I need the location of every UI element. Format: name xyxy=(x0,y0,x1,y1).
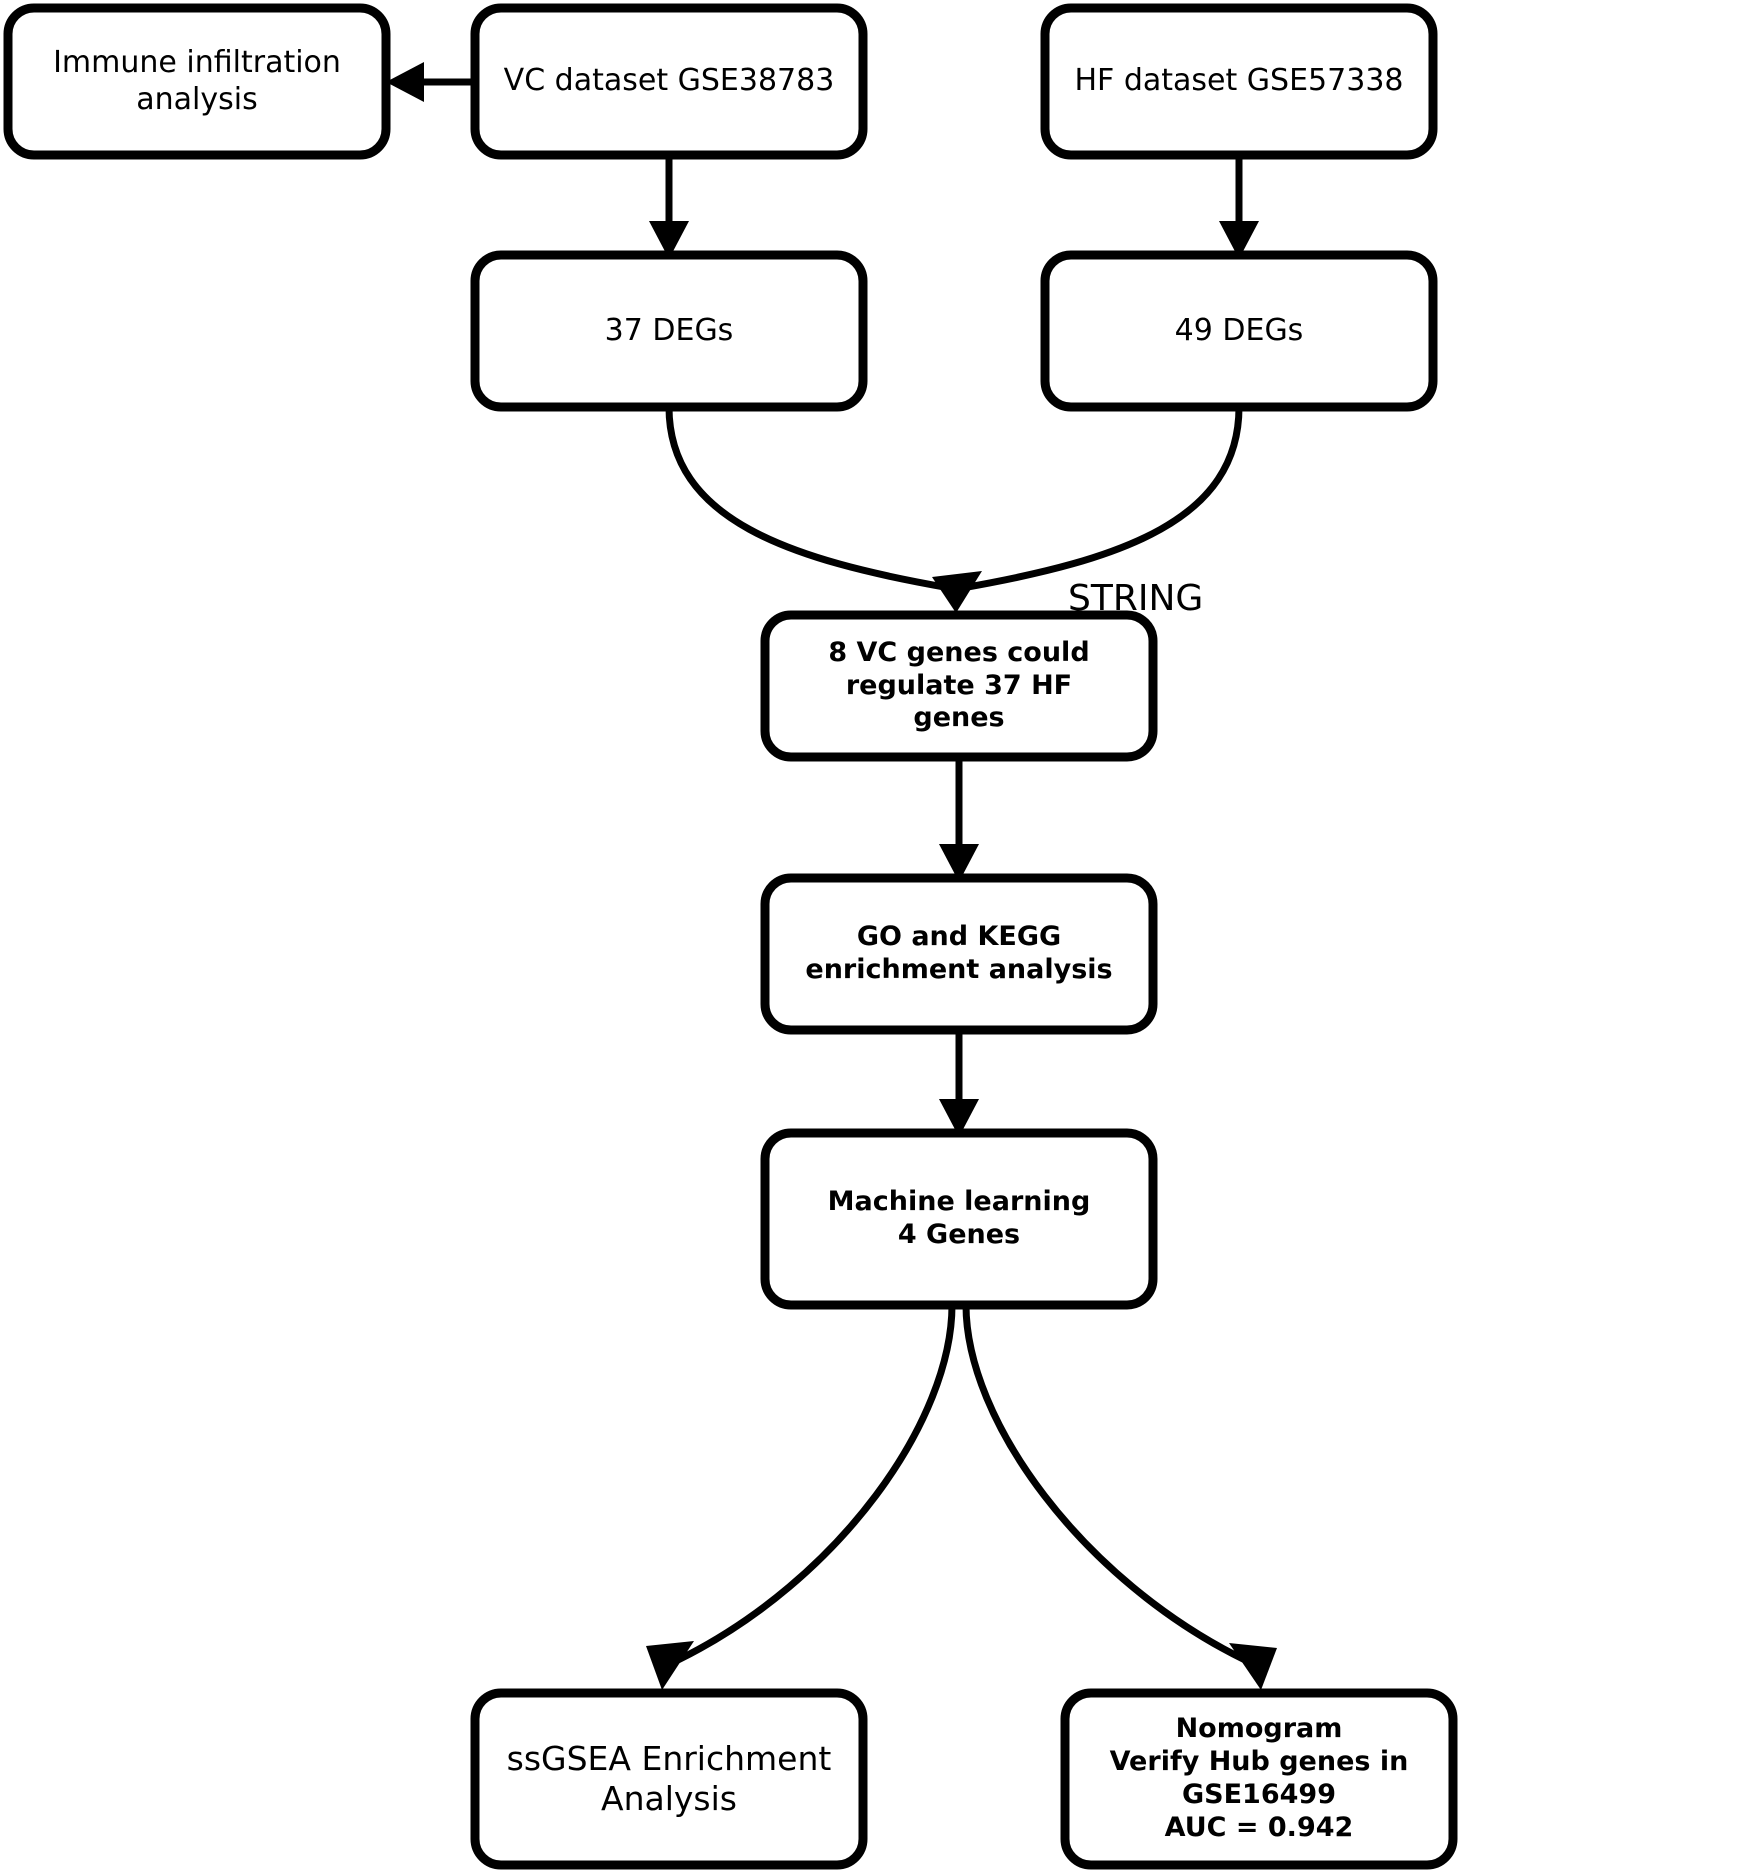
edge-49degs-to-regulate xyxy=(932,406,1243,613)
edge-vc-to-immune xyxy=(386,62,475,102)
node-49-degs[interactable] xyxy=(1040,250,1438,412)
node-machine-learning[interactable] xyxy=(760,1128,1158,1310)
node-ssgsea[interactable] xyxy=(470,1688,868,1870)
edge-ml-to-ssgsea xyxy=(646,1304,956,1690)
edge-ml-to-nomogram xyxy=(962,1304,1277,1690)
node-go-kegg[interactable] xyxy=(760,873,1158,1035)
edge-vc-to-37degs xyxy=(649,155,689,259)
edge-regulate-to-gokegg xyxy=(939,757,979,882)
node-hf-dataset[interactable] xyxy=(1040,3,1438,160)
edge-hf-to-49degs xyxy=(1219,155,1259,259)
edge-gokegg-to-ml xyxy=(939,1030,979,1137)
edge-37degs-to-regulate xyxy=(665,406,951,592)
node-layer xyxy=(3,3,1458,1870)
node-nomogram[interactable] xyxy=(1060,1688,1458,1870)
node-37-degs[interactable] xyxy=(470,250,868,412)
node-vc-dataset[interactable] xyxy=(470,3,868,160)
edge-layer xyxy=(386,62,1277,1690)
node-vc-regulate-hf[interactable] xyxy=(760,610,1158,762)
node-immune-infiltration[interactable] xyxy=(3,3,391,160)
